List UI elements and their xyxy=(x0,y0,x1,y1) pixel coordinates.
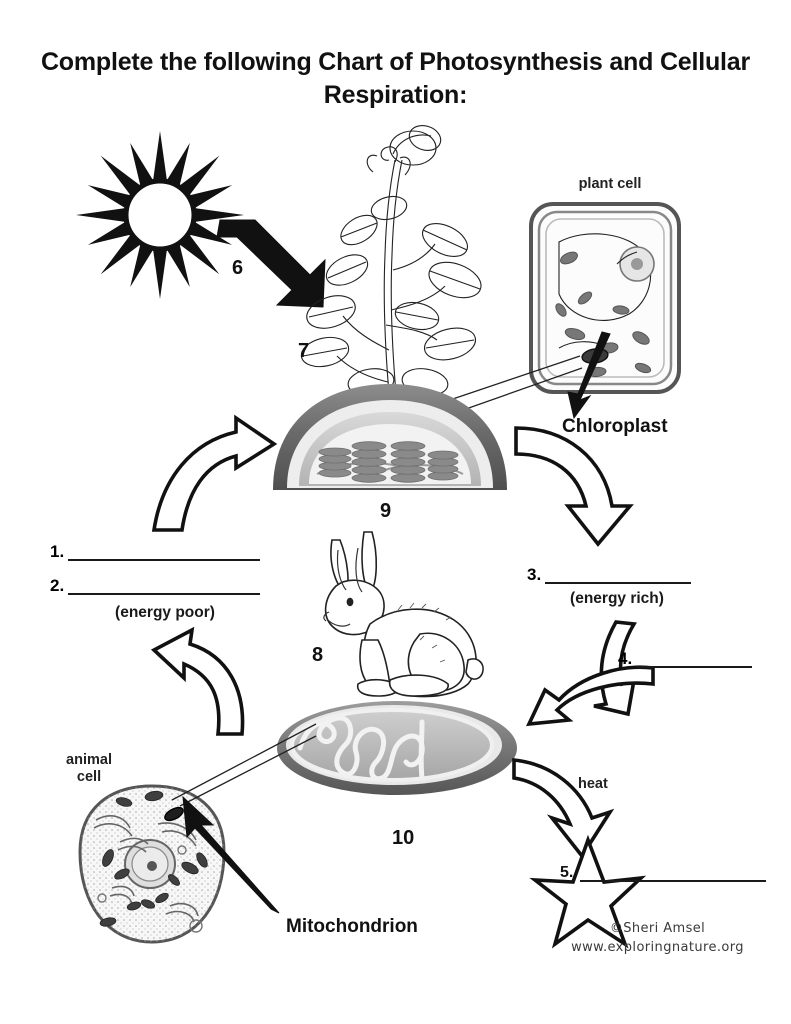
plant-illustration xyxy=(285,120,500,410)
chloroplast-label: Chloroplast xyxy=(562,416,668,437)
energy-poor-blanks: 1. 2. (energy poor) xyxy=(50,543,280,622)
rabbit-illustration xyxy=(302,528,497,708)
left-return-arrow xyxy=(150,626,260,740)
energy-poor-caption: (energy poor) xyxy=(115,604,215,621)
blank-line-4[interactable] xyxy=(636,653,753,668)
heat-arrow xyxy=(512,756,622,866)
mitochondrion-leader-lines xyxy=(168,718,318,808)
blank-number-1: 1. xyxy=(50,542,65,561)
chloroplast-organelle xyxy=(265,378,515,498)
step-number-8: 8 xyxy=(312,644,324,666)
blank-number-5: 5. xyxy=(560,864,574,881)
step-number-7: 7 xyxy=(298,340,310,362)
step-number-6: 6 xyxy=(232,257,244,279)
sun-illustration xyxy=(70,125,250,305)
blank-row-3[interactable]: 3. xyxy=(527,566,707,584)
page-title: Complete the following Chart of Photosyn… xyxy=(40,48,751,109)
blank-number-4: 4. xyxy=(618,649,633,668)
arrow-4-curve xyxy=(525,662,655,730)
right-cycle-arrow xyxy=(512,418,642,548)
step-number-10: 10 xyxy=(392,827,415,849)
blank-number-2: 2. xyxy=(50,576,65,595)
animal-cell-label-line2: cell xyxy=(76,768,102,785)
blank-line-5[interactable] xyxy=(580,868,766,882)
blank-number-3: 3. xyxy=(527,565,542,584)
mitochondrion-label: Mitochondrion xyxy=(286,916,418,937)
step-number-9: 9 xyxy=(380,500,392,522)
animal-cell-mitochondrion-target xyxy=(164,806,184,822)
credit-website[interactable]: www.exploringnature.org xyxy=(571,939,744,955)
granum-stack xyxy=(390,441,426,483)
plant-cell-label: plant cell xyxy=(578,176,642,192)
sun-disc xyxy=(123,178,197,252)
animal-cell-label: animal cell xyxy=(45,752,133,785)
mitochondrion-leader-arrow xyxy=(175,795,285,915)
blank-line-1[interactable] xyxy=(68,546,261,561)
plant-flower xyxy=(389,125,442,166)
blank-row-2[interactable]: 2. xyxy=(50,577,280,595)
blank-row-1[interactable]: 1. xyxy=(50,543,280,561)
blank-line-3[interactable] xyxy=(545,569,692,584)
credit-block: ©Sheri Amsel www.exploringnature.org xyxy=(550,920,765,958)
granum-stack xyxy=(351,441,387,483)
credit-author: ©Sheri Amsel xyxy=(609,921,706,936)
heat-star xyxy=(529,834,647,949)
mitochondrion-organelle xyxy=(272,692,522,802)
arrow-4-vertical xyxy=(592,620,652,717)
chloroplast-leader-arrow xyxy=(520,330,630,420)
plant-cell-illustration xyxy=(525,198,685,398)
granum-stack xyxy=(318,447,352,478)
left-cycle-arrow xyxy=(148,414,278,538)
animal-cell-label-line1: animal xyxy=(66,752,112,768)
blank-line-2[interactable] xyxy=(68,580,261,595)
granum-stack xyxy=(427,450,459,481)
sun-rays xyxy=(76,131,244,299)
sunlight-arrow xyxy=(215,215,335,315)
energy-rich-blank: 3. (energy rich) xyxy=(527,566,707,608)
heat-caption: heat xyxy=(578,776,608,792)
energy-rich-caption: (energy rich) xyxy=(570,590,664,607)
blank-row-4[interactable]: 4. xyxy=(618,649,753,668)
